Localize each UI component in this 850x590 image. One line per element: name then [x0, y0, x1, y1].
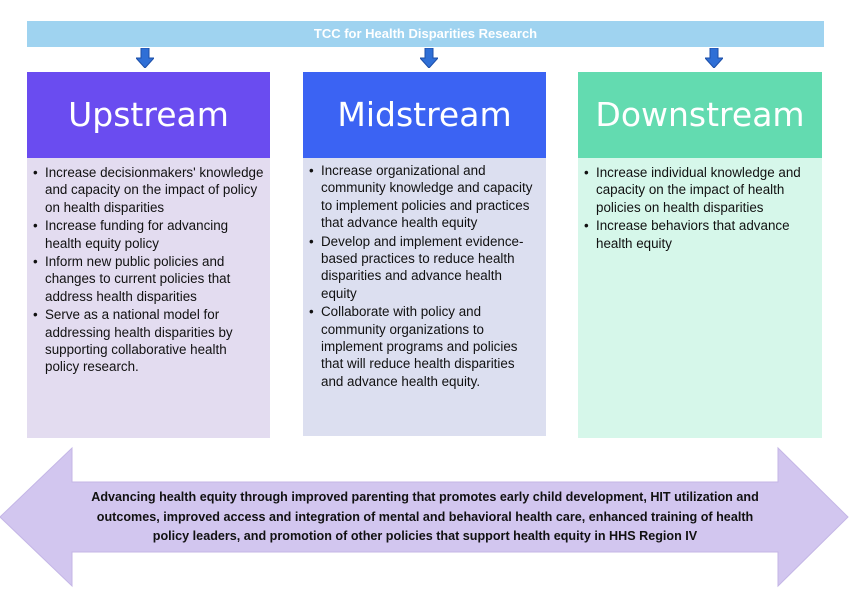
bullet-icon: • — [584, 218, 589, 234]
list-item: • Increase individual knowledge and capac… — [584, 164, 816, 216]
bullet-icon: • — [33, 254, 38, 270]
bullet-icon: • — [309, 304, 314, 320]
list-item-text: Inform new public policies and changes t… — [45, 254, 231, 304]
double-arrow-shape — [0, 446, 849, 588]
list-item: • Increase behaviors that advance health … — [584, 217, 816, 252]
list-item-text: Increase decisionmakers' knowledge and c… — [45, 165, 264, 215]
list-item: • Increase funding for advancing health e… — [33, 217, 264, 252]
list-item-text: Increase organizational and community kn… — [321, 163, 533, 231]
list-item: • Collaborate with policy and community o… — [309, 303, 540, 390]
bullet-icon: • — [33, 307, 38, 323]
bullet-icon: • — [584, 165, 589, 180]
down-arrow-icon-upstream — [136, 48, 154, 68]
bullet-icon: • — [33, 218, 38, 234]
down-arrow-icon-midstream — [420, 48, 438, 68]
upstream-panel: • Increase decisionmakers' knowledge and … — [27, 158, 270, 438]
down-arrow-icon-downstream — [705, 48, 723, 68]
list-item: • Increase organizational and community k… — [309, 162, 540, 232]
midstream-heading: Midstream — [303, 72, 546, 158]
list-item-text: Increase individual knowledge and capaci… — [596, 165, 801, 215]
list-item-text: Collaborate with policy and community or… — [321, 304, 518, 389]
bullet-icon: • — [309, 233, 314, 249]
bullet-icon: • — [33, 165, 38, 180]
upstream-heading: Upstream — [27, 72, 270, 158]
downstream-list: • Increase individual knowledge and capac… — [584, 164, 816, 252]
list-item-text: Serve as a national model for addressing… — [45, 307, 233, 375]
downstream-panel: • Increase individual knowledge and capac… — [578, 158, 822, 438]
list-item: • Develop and implement evidence-based pr… — [309, 233, 540, 303]
midstream-panel: • Increase organizational and community k… — [303, 158, 546, 436]
list-item: • Inform new public policies and changes … — [33, 253, 264, 305]
list-item: • Serve as a national model for addressin… — [33, 306, 264, 376]
bullet-icon: • — [309, 163, 314, 178]
list-item: • Increase decisionmakers' knowledge and … — [33, 164, 264, 216]
list-item-text: Increase behaviors that advance health e… — [596, 218, 790, 251]
list-item-text: Increase funding for advancing health eq… — [45, 218, 229, 251]
downstream-heading: Downstream — [578, 72, 822, 158]
list-item-text: Develop and implement evidence-based pra… — [321, 233, 524, 301]
diagram-title-banner: TCC for Health Disparities Research — [27, 21, 824, 47]
upstream-list: • Increase decisionmakers' knowledge and … — [33, 164, 264, 376]
midstream-list: • Increase organizational and community k… — [309, 162, 540, 390]
bottom-arrow-text: Advancing health equity through improved… — [91, 490, 759, 543]
